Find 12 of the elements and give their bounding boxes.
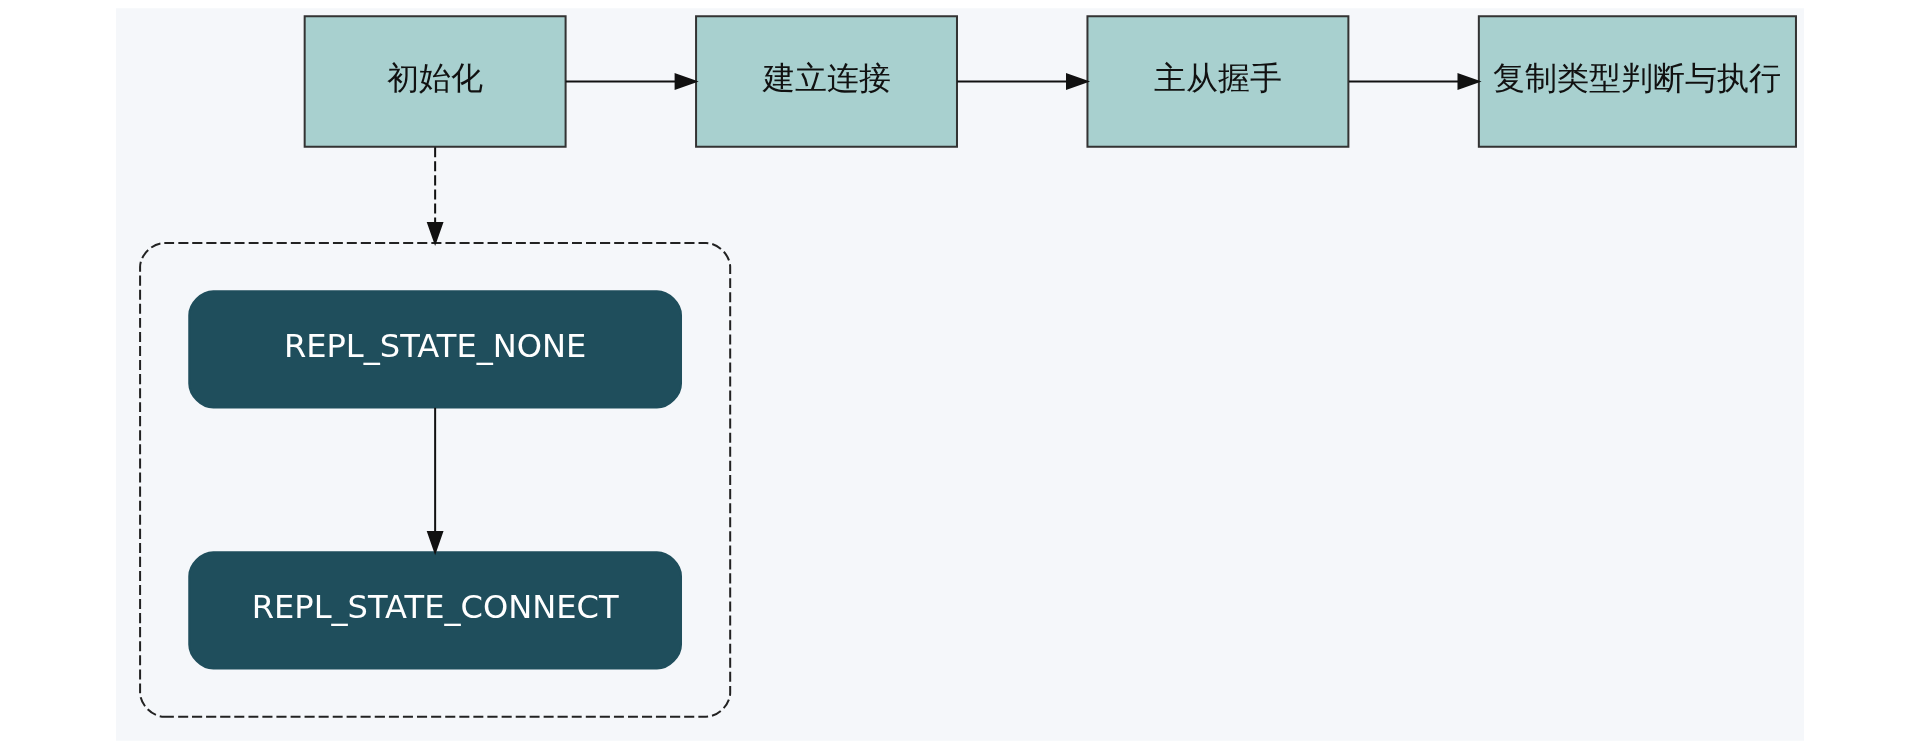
arrow [426,147,444,247]
arrow [1349,73,1482,90]
node-box: REPL_STATE_CONNECT [188,551,682,670]
node-box: 复制类型判断与执行 [1477,15,1797,148]
arrow [426,407,444,556]
arrow [957,73,1091,90]
arrow [565,73,699,90]
node-box: REPL_STATE_NONE [188,290,682,409]
node-box: 主从握手 [1086,15,1350,148]
node-box: 初始化 [303,15,567,148]
node-box: 建立连接 [695,15,958,148]
cluster [139,242,732,718]
